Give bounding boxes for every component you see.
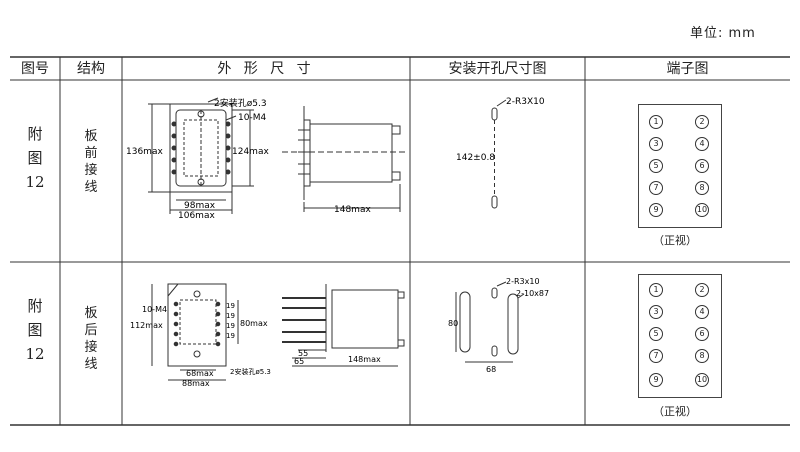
header-cutout: 安装开孔尺寸图 [448, 61, 547, 77]
row2-structure: 板 后 接 线 [84, 306, 98, 372]
row2-height2-label: 80max [240, 319, 268, 328]
row2-cutout-spacing-label: 68 [486, 365, 496, 374]
terminal-1: 1 [649, 283, 663, 297]
header-fig-no: 图号 [21, 61, 49, 77]
terminal-4: 4 [695, 137, 709, 151]
row1-width2-label: 106max [178, 211, 215, 221]
terminal-3: 3 [649, 305, 663, 319]
terminal-2: 2 [695, 115, 709, 129]
row2-cutout-height-label: 80 [448, 319, 458, 328]
row2-caption: （正视） [653, 405, 697, 418]
row2-pitch-4: 19 [226, 332, 235, 340]
row2-depth2-label: 65 [294, 357, 304, 366]
row1-terminal-box: 1 2 3 4 5 6 7 8 9 10 [638, 104, 722, 228]
row1-fig-no: 附 图 12 [25, 125, 45, 191]
row1-hole-label: 2安装孔ø5.3 [214, 97, 267, 109]
terminal-6: 6 [695, 159, 709, 173]
row2-width1-label: 68max [186, 369, 214, 378]
row2-height-label: 112max [130, 321, 163, 330]
row1-structure: 板 前 接 线 [84, 129, 98, 195]
row2-depth-label: 148max [348, 355, 381, 364]
terminal-7: 7 [649, 349, 663, 363]
row1-caption: （正视） [653, 234, 697, 247]
terminal-5: 5 [649, 159, 663, 173]
row1-height2-label: 124max [232, 147, 269, 157]
terminal-10: 10 [695, 203, 709, 217]
row1-width1-label: 98max [184, 201, 216, 211]
row2-pitch-2: 19 [226, 312, 235, 320]
unit-label: 单位: mm [690, 26, 756, 41]
terminal-5: 5 [649, 327, 663, 341]
header-outline: 外 形 尺 寸 [217, 61, 315, 77]
terminal-7: 7 [649, 181, 663, 195]
terminal-10: 10 [695, 373, 709, 387]
terminal-4: 4 [695, 305, 709, 319]
row2-screw-label: 10-M4 [142, 305, 167, 314]
row1-outline-drawing: 2安装孔ø5.3 10-M4 136max 124max 98max 106ma… [126, 97, 407, 221]
row1-screw-label: 10-M4 [238, 113, 266, 123]
row2-outline-drawing: 10-M4 112max 80max 19 19 19 19 68max 88m… [130, 283, 405, 388]
row2-slot1-label: 2-R3x10 [506, 277, 540, 286]
terminal-3: 3 [649, 137, 663, 151]
row2-pitch-1: 19 [226, 302, 235, 310]
row1-height-label: 136max [126, 147, 163, 157]
header-structure: 结构 [77, 61, 105, 77]
terminal-1: 1 [649, 115, 663, 129]
row1-slot-label: 2-R3X10 [506, 97, 545, 107]
row2-slot2-label: 2-10x87 [516, 289, 549, 298]
terminal-8: 8 [695, 349, 709, 363]
terminal-6: 6 [695, 327, 709, 341]
row2-terminal-box: 1 2 3 4 5 6 7 8 9 10 [638, 274, 722, 398]
row2-cutout-drawing: 2-R3x10 2-10x87 80 68 [448, 277, 549, 374]
row1-spacing-label: 142±0.8 [456, 153, 495, 163]
terminal-9: 9 [649, 373, 663, 387]
terminal-2: 2 [695, 283, 709, 297]
row1-cutout-drawing: 2-R3X10 142±0.8 [456, 97, 545, 209]
row2-pitch-3: 19 [226, 322, 235, 330]
row2-width2-label: 88max [182, 379, 210, 388]
row2-depth1-label: 55 [298, 349, 308, 358]
row2-fig-no: 附 图 12 [25, 297, 45, 363]
row1-depth-label: 148max [334, 205, 371, 215]
header-terminal: 端子图 [666, 61, 709, 77]
terminal-8: 8 [695, 181, 709, 195]
row2-hole-label: 2安装孔ø5.3 [230, 367, 271, 376]
terminal-9: 9 [649, 203, 663, 217]
